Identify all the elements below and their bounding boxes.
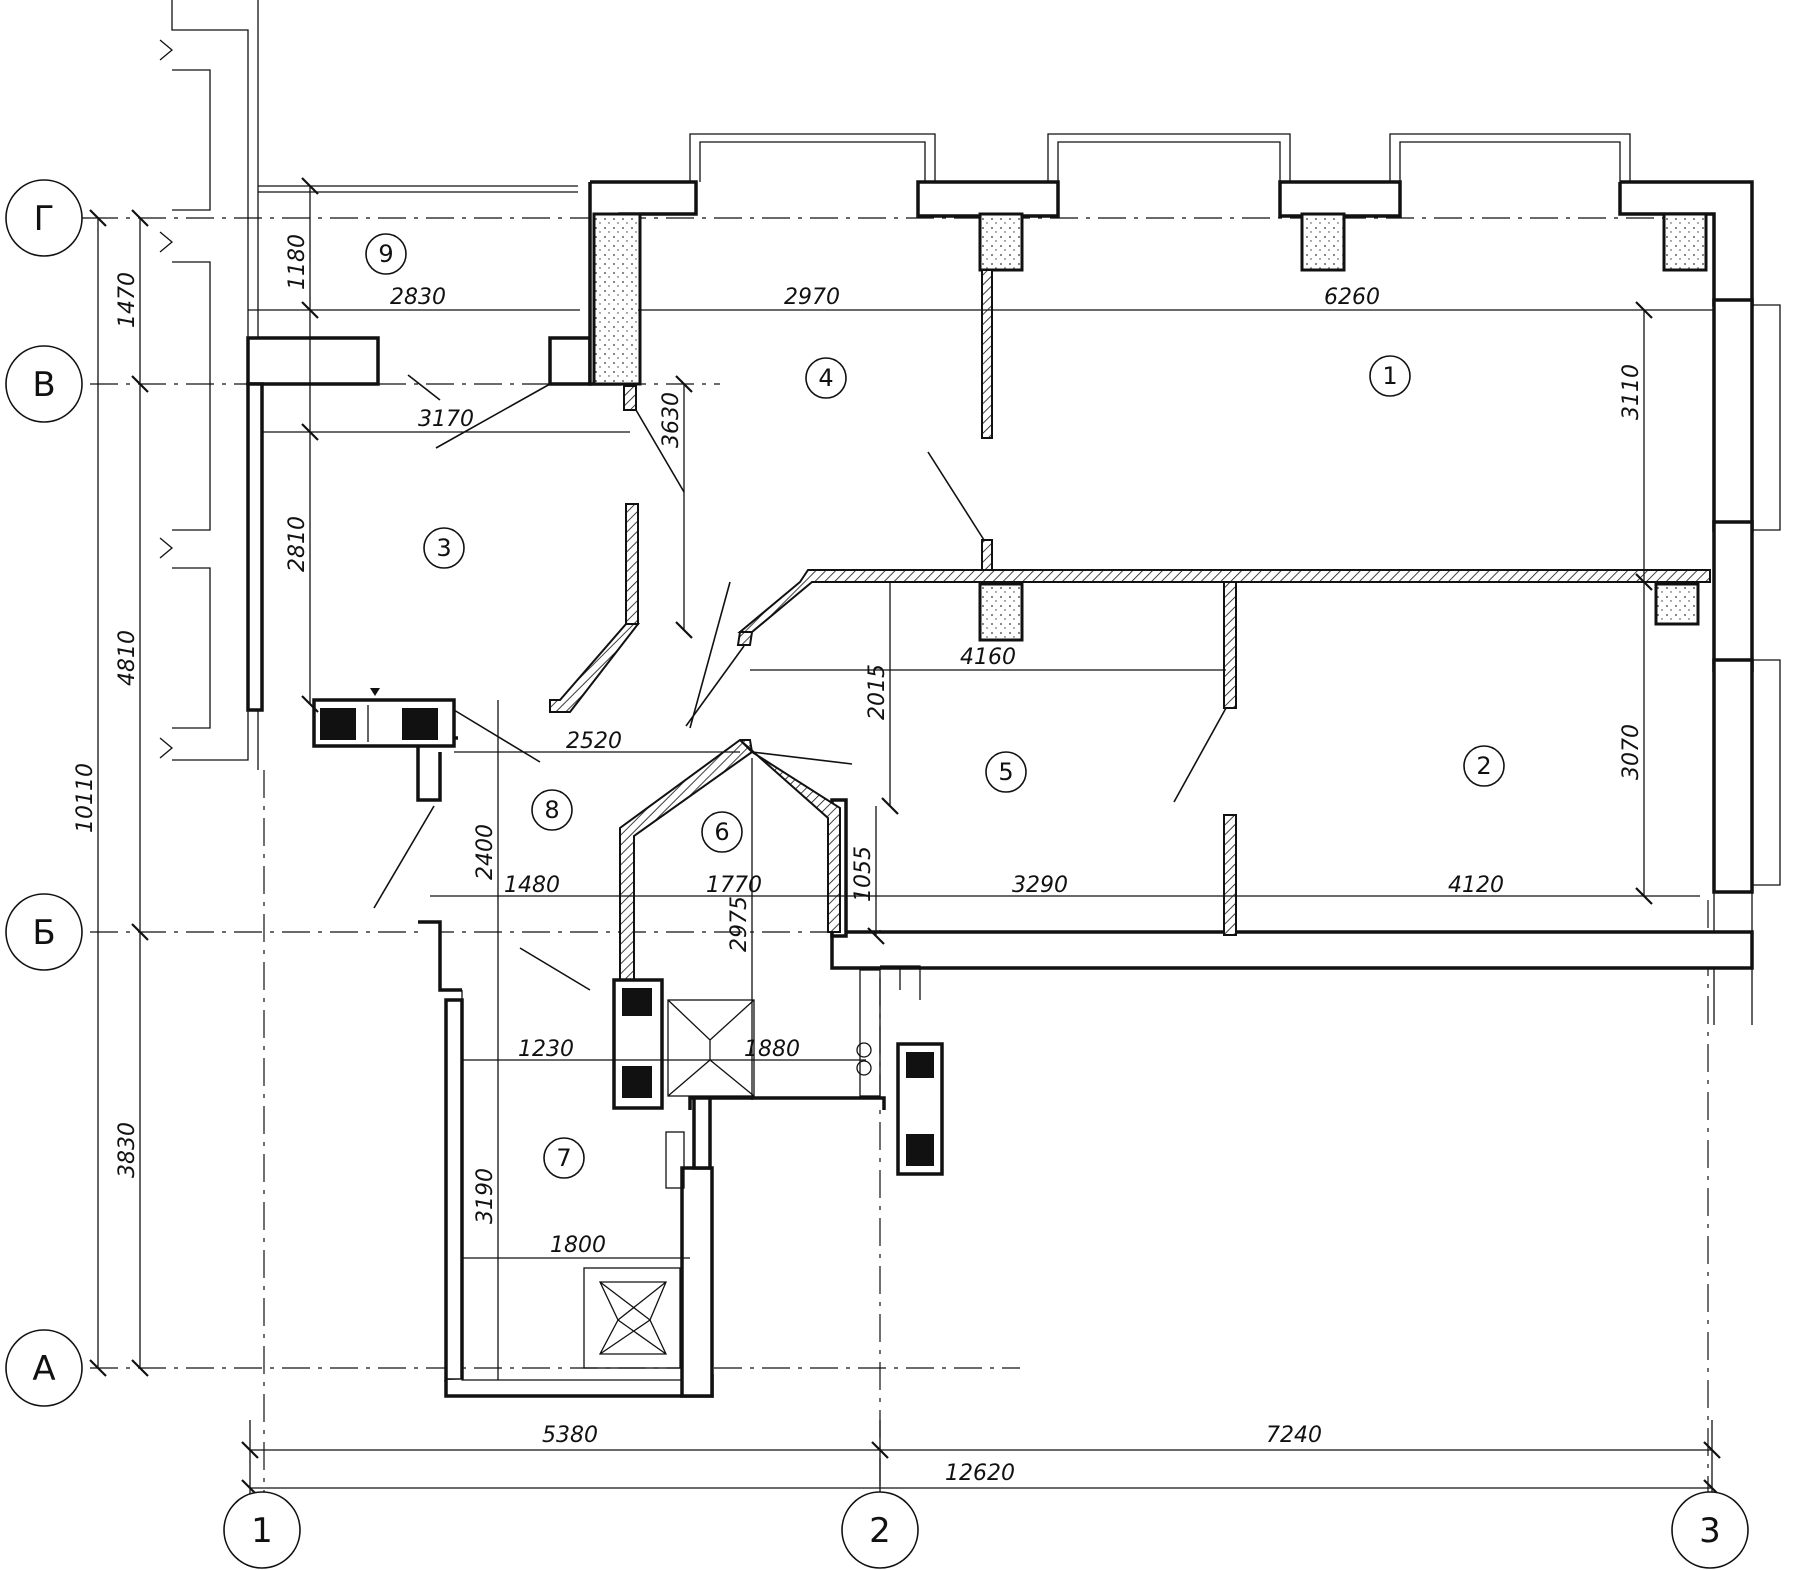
dim-1770: 1770 (706, 873, 762, 898)
axis-label-g: Г (34, 199, 55, 239)
room-4-label: 4 (818, 364, 833, 392)
axis-label-v: В (32, 365, 55, 405)
dimension-lines (89, 177, 1721, 1500)
room-5-label: 5 (998, 758, 1013, 786)
axis-label-1: 1 (251, 1511, 273, 1551)
dim-1470: 1470 (115, 272, 140, 328)
room-6-label: 6 (714, 818, 729, 846)
dim-7240: 7240 (1266, 1423, 1322, 1448)
room-9-label: 9 (378, 240, 393, 268)
columns (592, 212, 1708, 642)
dim-1800: 1800 (550, 1233, 606, 1258)
dim-2810: 2810 (285, 516, 310, 572)
axis-label-b: Б (32, 913, 55, 953)
dim-1055: 1055 (851, 846, 876, 902)
dim-1480: 1480 (504, 873, 560, 898)
dim-4810: 4810 (115, 630, 140, 686)
dimension-labels: 2830 2970 6260 3170 4160 2520 1480 1770 … (73, 234, 1644, 1486)
dim-2975: 2975 (727, 896, 752, 952)
dim-10110: 10110 (73, 763, 98, 833)
dim-1180: 1180 (285, 234, 310, 290)
loggia (246, 185, 592, 386)
dim-1230: 1230 (518, 1037, 574, 1062)
room-3-label: 3 (436, 534, 451, 562)
dim-2970: 2970 (784, 285, 840, 310)
room-2-label: 2 (1476, 752, 1491, 780)
dim-2015: 2015 (865, 664, 890, 720)
dim-3110: 3110 (1619, 364, 1644, 420)
dim-3070: 3070 (1619, 724, 1644, 780)
dim-4160: 4160 (960, 645, 1016, 670)
room-1-label: 1 (1382, 362, 1397, 390)
dim-3170: 3170 (418, 407, 474, 432)
exterior-walls (246, 133, 1781, 1025)
dim-2830: 2830 (390, 285, 446, 310)
dim-2520: 2520 (566, 729, 622, 754)
adjacent-wall (159, 0, 259, 770)
dim-3830: 3830 (115, 1122, 140, 1178)
axis-label-a: А (32, 1349, 55, 1389)
room-8-label: 8 (544, 796, 559, 824)
dim-5380: 5380 (542, 1423, 598, 1448)
bathroom-walls (312, 688, 944, 1398)
dim-1880: 1880 (744, 1037, 800, 1062)
axis-label-3: 3 (1699, 1511, 1721, 1551)
room-markers: 1 2 3 4 5 6 7 8 9 (365, 233, 1505, 1179)
dim-3630: 3630 (659, 392, 684, 448)
axis-bubbles: Г В Б А 1 2 3 (5, 179, 1749, 1569)
partitions (549, 269, 1711, 983)
dim-2400: 2400 (473, 824, 498, 880)
axis-label-2: 2 (869, 1511, 891, 1551)
dim-3290: 3290 (1012, 873, 1068, 898)
dim-4120: 4120 (1448, 873, 1504, 898)
dim-3190: 3190 (473, 1168, 498, 1224)
dim-12620: 12620 (945, 1461, 1015, 1486)
dim-6260: 6260 (1324, 285, 1380, 310)
room-7-label: 7 (556, 1144, 571, 1172)
grid-lines (90, 217, 1709, 1510)
door-swings (373, 374, 1227, 991)
